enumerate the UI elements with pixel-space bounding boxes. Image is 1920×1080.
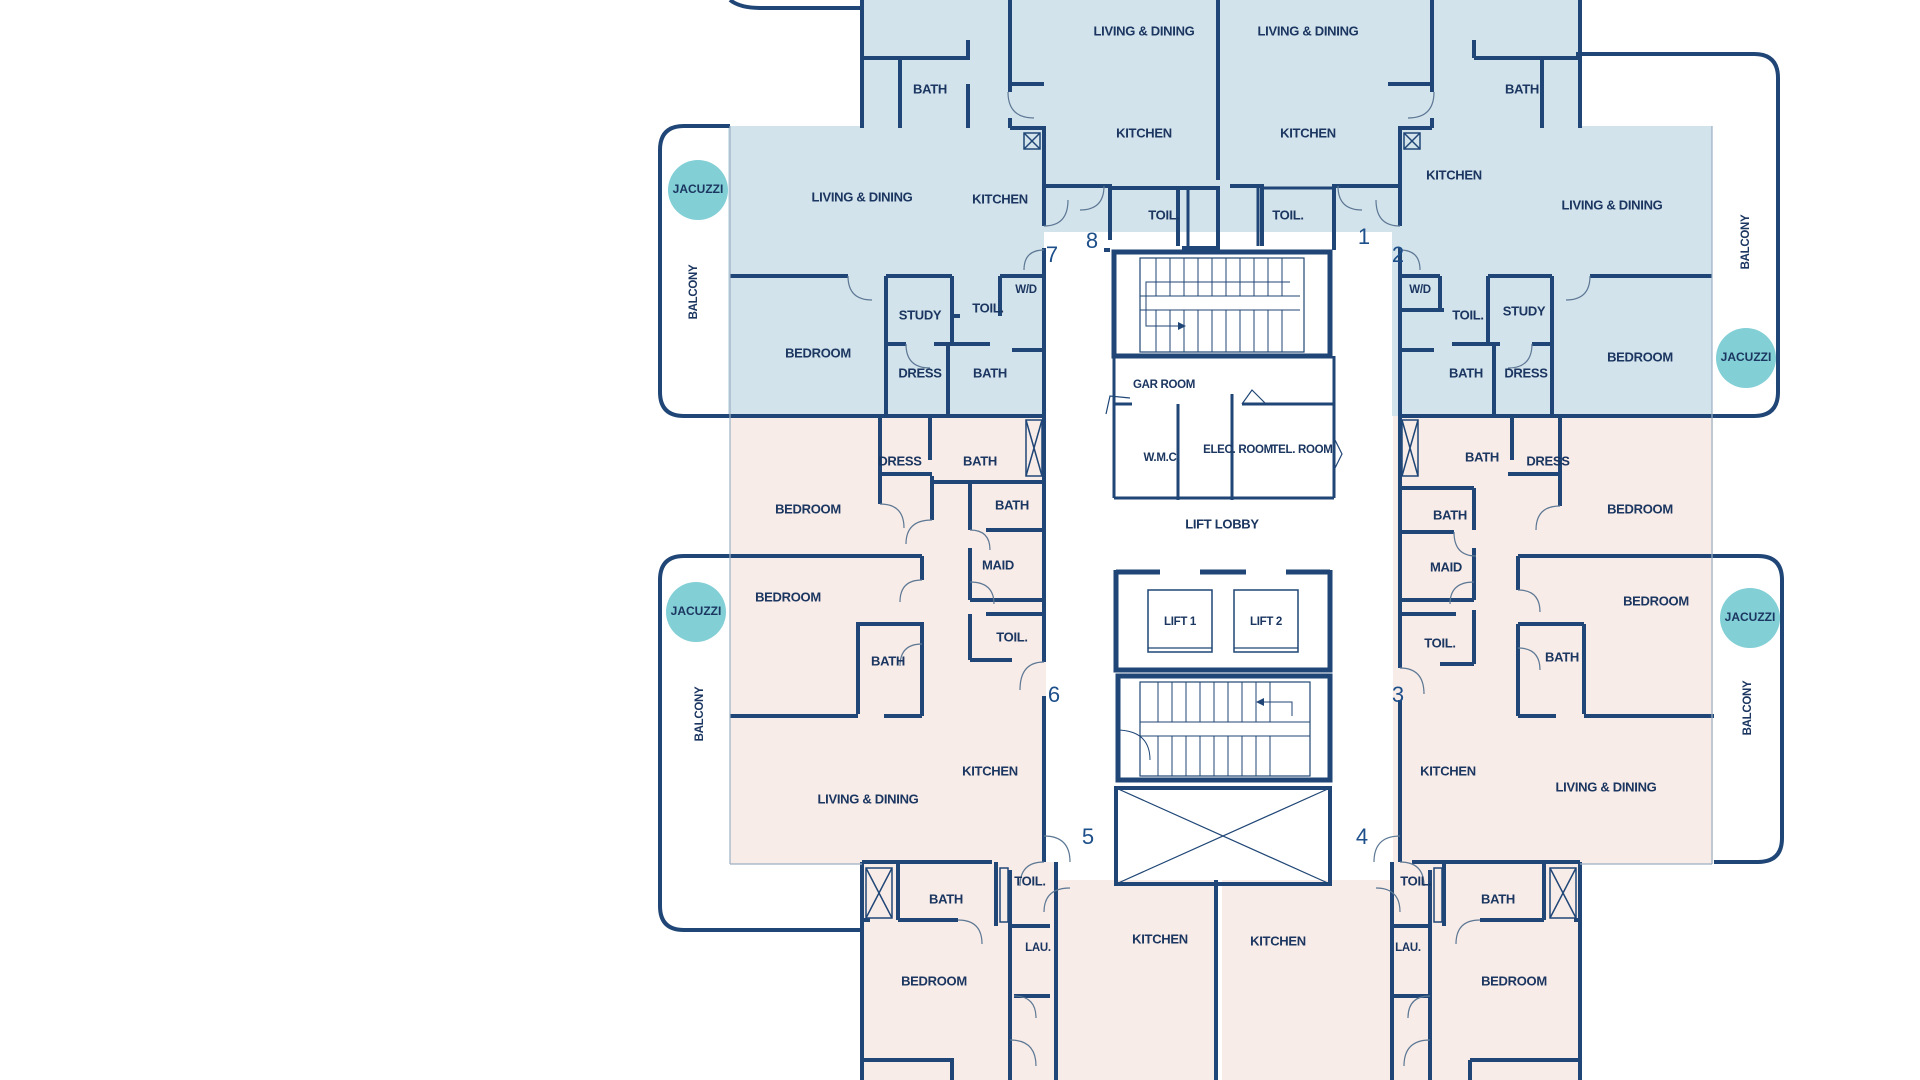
room-study: STUDY — [1503, 303, 1546, 318]
room-bath: BATH — [1481, 891, 1515, 906]
balcony-label: BALCONY — [694, 686, 706, 741]
balcony-label: BALCONY — [1742, 680, 1754, 735]
unit-number-7: 7 — [1046, 242, 1058, 267]
room-bath: BATH — [1433, 507, 1467, 522]
walls — [658, 0, 1784, 1080]
room-bath: BATH — [929, 891, 963, 906]
unit-number-2: 2 — [1392, 242, 1404, 267]
jacuzzi-label: JACUZZI — [671, 604, 722, 618]
room-toilet: TOIL. — [1400, 873, 1431, 888]
room-kitchen: KITCHEN — [1420, 763, 1476, 778]
elec-room-label: ELEC. ROOM — [1203, 444, 1273, 456]
wmc-label: W.M.C — [1144, 452, 1177, 464]
lift-1-label: LIFT 1 — [1164, 616, 1197, 628]
balcony-label: BALCONY — [688, 264, 700, 319]
room-kitchen: KITCHEN — [1250, 933, 1306, 948]
jacuzzi-circles — [666, 160, 1780, 648]
room-bedroom: BEDROOM — [785, 345, 851, 360]
jacuzzi-label: JACUZZI — [1721, 350, 1772, 364]
room-bedroom: BEDROOM — [775, 501, 841, 516]
room-bedroom: BEDROOM — [1481, 973, 1547, 988]
room-living-dining: LIVING & DINING — [1556, 779, 1657, 794]
room-bath: BATH — [913, 81, 947, 96]
room-toilet: TOIL. — [1452, 307, 1483, 322]
room-bath: BATH — [1465, 449, 1499, 464]
room-toilet: TOIL. — [1424, 635, 1455, 650]
room-living-dining: LIVING & DINING — [1094, 23, 1195, 38]
room-bath: BATH — [871, 653, 905, 668]
room-dress: DRESS — [878, 453, 922, 468]
room-bedroom: BEDROOM — [901, 973, 967, 988]
room-kitchen: KITCHEN — [1280, 125, 1336, 140]
room-bath: BATH — [995, 497, 1029, 512]
lift-2-label: LIFT 2 — [1250, 616, 1282, 628]
room-dress: DRESS — [1526, 453, 1570, 468]
gar-room-label: GAR ROOM — [1133, 379, 1195, 391]
unit-number-3: 3 — [1392, 682, 1404, 707]
room-living-dining: LIVING & DINING — [818, 791, 919, 806]
room-toilet: TOIL. — [996, 629, 1027, 644]
balcony-label: BALCONY — [1740, 214, 1752, 269]
unit-number-8: 8 — [1086, 228, 1098, 253]
tel-room-label: TEL. ROOM — [1271, 444, 1332, 456]
room-bath: BATH — [963, 453, 997, 468]
door-swings — [847, 91, 1591, 1067]
room-toilet: TOIL. — [1272, 207, 1303, 222]
pink-units-fill — [730, 416, 1713, 1080]
room-maid: MAID — [1430, 559, 1462, 574]
room-bath: BATH — [1505, 81, 1539, 96]
unit-numbers: 1 2 3 4 5 6 7 8 — [1046, 224, 1404, 849]
room-bedroom: BEDROOM — [1623, 593, 1689, 608]
duct-shafts — [865, 132, 1577, 923]
room-kitchen: KITCHEN — [1426, 167, 1482, 182]
lift-lobby-label: LIFT LOBBY — [1185, 516, 1259, 531]
room-dress: DRESS — [898, 365, 942, 380]
room-bath: BATH — [1545, 649, 1579, 664]
room-bath: BATH — [1449, 365, 1483, 380]
unit-number-4: 4 — [1356, 824, 1368, 849]
jacuzzi-label: JACUZZI — [673, 182, 724, 196]
room-bath: BATH — [973, 365, 1007, 380]
jacuzzi-label: JACUZZI — [1725, 610, 1776, 624]
outer-thin-lines — [729, 126, 1713, 865]
room-kitchen: KITCHEN — [962, 763, 1018, 778]
room-living-dining: LIVING & DINING — [1258, 23, 1359, 38]
room-living-dining: LIVING & DINING — [1562, 197, 1663, 212]
room-bedroom: BEDROOM — [1607, 349, 1673, 364]
room-labels: LIVING & DINING LIVING & DINING BATH BAT… — [671, 23, 1776, 988]
room-kitchen: KITCHEN — [1132, 931, 1188, 946]
room-toilet: TOIL. — [972, 300, 1003, 315]
room-wd: W/D — [1015, 284, 1036, 296]
unit-number-1: 1 — [1358, 224, 1370, 249]
room-living-dining: LIVING & DINING — [812, 189, 913, 204]
unit-number-5: 5 — [1082, 824, 1094, 849]
room-toilet: TOIL. — [1148, 207, 1179, 222]
room-kitchen: KITCHEN — [1116, 125, 1172, 140]
room-bedroom: BEDROOM — [755, 589, 821, 604]
room-bedroom: BEDROOM — [1607, 501, 1673, 516]
room-laundry: LAU. — [1395, 942, 1421, 954]
room-wd: W/D — [1409, 284, 1430, 296]
unit-number-6: 6 — [1048, 682, 1060, 707]
room-maid: MAID — [982, 557, 1014, 572]
room-laundry: LAU. — [1025, 942, 1051, 954]
room-toilet: TOIL. — [1014, 873, 1045, 888]
room-kitchen: KITCHEN — [972, 191, 1028, 206]
core — [1105, 186, 1343, 886]
room-dress: DRESS — [1504, 365, 1548, 380]
room-study: STUDY — [899, 307, 942, 322]
